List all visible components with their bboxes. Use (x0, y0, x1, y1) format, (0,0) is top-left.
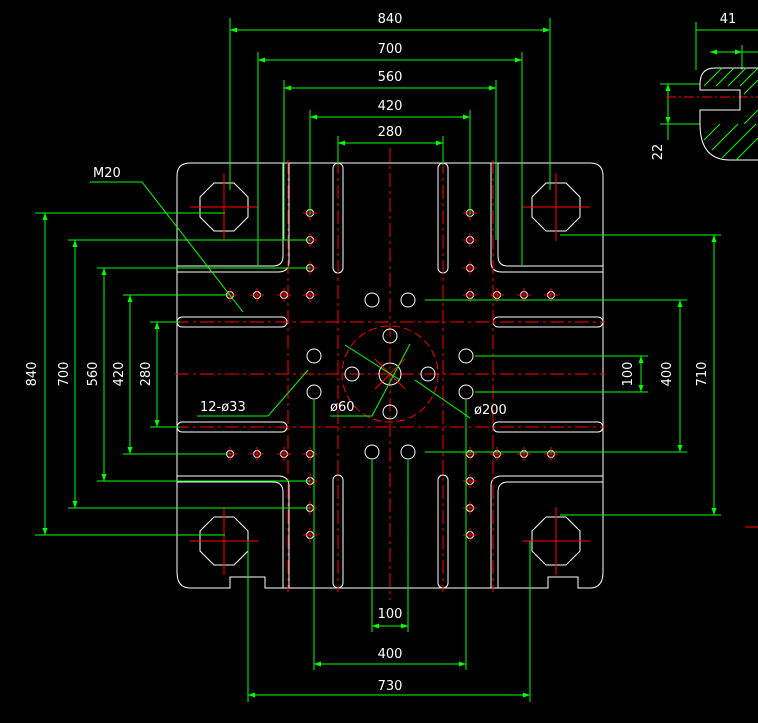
center-hole-pattern (306, 292, 474, 460)
phi33-hole (306, 348, 322, 364)
phi33-hole (364, 292, 380, 308)
phi33-hole (306, 384, 322, 400)
dimension-arrowhead (401, 623, 408, 629)
dimension-lines (35, 18, 721, 702)
dimension-arrowhead (72, 240, 78, 247)
dim-left-840: 840 (25, 362, 40, 387)
detail-dim-41: 41 (720, 12, 737, 27)
dim-top-280: 280 (378, 125, 403, 140)
dimension-arrowhead (154, 322, 160, 329)
dimension-arrowhead (711, 235, 717, 242)
dimension-arrowhead (543, 27, 550, 33)
dim-left-560: 560 (86, 362, 101, 387)
tie-bar-hole-bl (199, 516, 249, 566)
dimension-arrowhead (127, 295, 133, 302)
dim-top-700: 700 (378, 42, 403, 57)
dim-bottom-400: 400 (378, 647, 403, 662)
dimension-arrowhead (72, 501, 78, 508)
dimension-arrowhead (638, 356, 644, 363)
dimension-arrowhead (248, 692, 255, 698)
platen-outline (176, 162, 604, 589)
dim-left-420: 420 (112, 362, 127, 387)
dimension-labels: 840 700 560 420 280 840 700 560 420 280 … (25, 12, 710, 694)
dimension-arrowhead (677, 445, 683, 452)
tie-bar-hole-tl (199, 182, 249, 232)
dimension-arrowhead (523, 692, 530, 698)
phi33-hole (400, 444, 416, 460)
phi33-hole (458, 348, 474, 364)
dim-left-700: 700 (57, 362, 72, 387)
dimension-arrowhead (711, 508, 717, 515)
tie-bar-hole-tr (531, 182, 581, 232)
t-slot-detail-view: 41 22 (651, 12, 758, 161)
dimension-arrowhead (338, 140, 345, 146)
tie-bar-centerlines (190, 173, 590, 575)
tie-bar-hole-br (531, 516, 581, 566)
dimension-arrowhead (459, 661, 466, 667)
dimension-arrowhead (42, 528, 48, 535)
dim-left-280: 280 (139, 362, 154, 387)
dimension-arrowhead (154, 420, 160, 427)
dim-bottom-100: 100 (378, 607, 403, 622)
ejector-hole-left (344, 366, 360, 382)
phi33-hole (364, 444, 380, 460)
dimension-arrowhead (230, 27, 237, 33)
dim-top-560: 560 (378, 70, 403, 85)
dim-bottom-730: 730 (378, 679, 403, 694)
dimension-arrowhead (101, 474, 107, 481)
dim-right-100: 100 (621, 362, 636, 387)
callout-m20: M20 (93, 166, 121, 181)
ejector-hole-right (420, 366, 436, 382)
dimension-arrowhead (258, 57, 265, 63)
ejector-hole-top (382, 328, 398, 344)
phi33-hole (458, 384, 474, 400)
detail-dim-22: 22 (651, 144, 666, 161)
tie-bar-holes (199, 182, 581, 566)
dim-top-420: 420 (378, 99, 403, 114)
dimension-arrowhead (101, 268, 107, 275)
dimension-arrowhead (314, 661, 321, 667)
dimension-arrowhead (42, 213, 48, 220)
detail-hatching (703, 67, 758, 161)
ejector-hole-bottom (382, 404, 398, 420)
dim-top-840: 840 (378, 12, 403, 27)
center-hole (378, 362, 402, 386)
dimension-arrowhead (638, 385, 644, 392)
dim-right-710: 710 (695, 362, 710, 387)
callout-12-phi33: 12-ø33 (200, 400, 246, 415)
dimension-arrowhead (310, 114, 317, 120)
phi33-hole (400, 292, 416, 308)
dim-right-400: 400 (660, 362, 675, 387)
dimension-arrowhead (677, 300, 683, 307)
dimension-arrowhead (489, 85, 496, 91)
dimension-arrowhead (436, 140, 443, 146)
dimension-arrowhead (372, 623, 379, 629)
locating-ring-circle (341, 325, 439, 423)
callout-phi60: ø60 (330, 400, 355, 415)
dimension-arrowhead (463, 114, 470, 120)
dimension-arrowheads (42, 27, 742, 698)
dimension-arrowhead (127, 447, 133, 454)
dimension-arrowhead (515, 57, 522, 63)
callout-phi200: ø200 (474, 403, 507, 418)
dimension-arrowhead (284, 85, 291, 91)
